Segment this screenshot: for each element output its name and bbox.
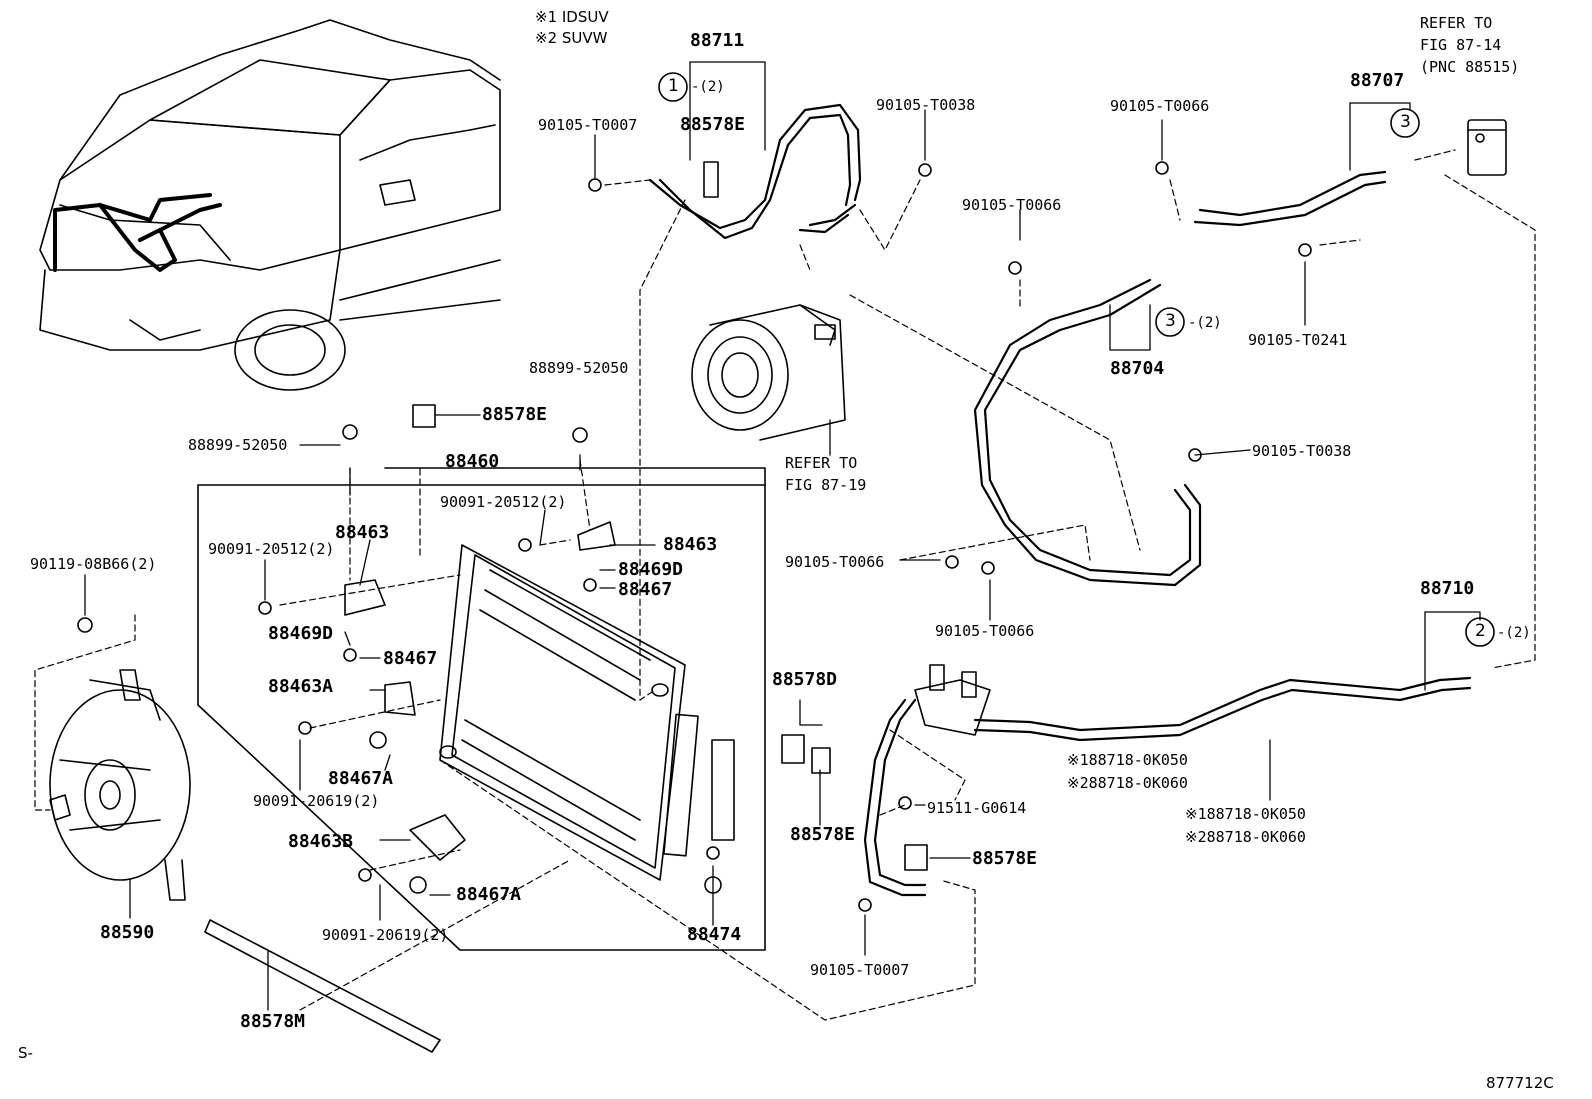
wiring-harness: [53, 193, 222, 272]
label-90091-20619-low: 90091-20619(2): [322, 926, 449, 944]
label-90105-T0066-left: 90105-T0066: [785, 553, 885, 571]
hoses: [648, 103, 1472, 897]
compressor: [691, 304, 846, 441]
label-clamp-b-1: ※188718-0K050: [1185, 805, 1306, 823]
label-88578E-top: 88578E: [680, 114, 746, 135]
label-88463-left: 88463: [335, 522, 390, 543]
label-88467-right: 88467: [618, 579, 673, 600]
label-88467-left: 88467: [383, 648, 438, 669]
bracket-88463B: [409, 814, 466, 861]
leader-lines: [84, 61, 1481, 1011]
label-88704: 88704: [1110, 358, 1165, 379]
label-88460: 88460: [445, 451, 500, 472]
label-88474: 88474: [687, 924, 742, 945]
legend-line-2: ※2 SUVW: [535, 29, 608, 47]
label-90105-T0007-low: 90105-T0007: [810, 961, 910, 979]
label-90105-T0038-top: 90105-T0038: [876, 96, 976, 114]
vehicle-outline: [39, 19, 501, 391]
label-88710: 88710: [1420, 578, 1475, 599]
label-90091-20619-left: 90091-20619(2): [253, 792, 380, 810]
label-90105-T0066-low: 90105-T0066: [935, 622, 1035, 640]
label-88463-right: 88463: [663, 534, 718, 555]
callout-2: 2: [1475, 621, 1486, 641]
callout-3-top: 3: [1400, 112, 1411, 132]
label-91511-G0614: 91511-G0614: [927, 799, 1027, 817]
cooling-fan: [49, 669, 191, 901]
dashed-guide-lines: [34, 149, 1536, 1021]
pad-88578E-low: [811, 747, 831, 774]
label-90105-T0038-right: 90105-T0038: [1252, 442, 1352, 460]
bracket-88463-left: [344, 579, 386, 616]
label-88578E-mid: 88578E: [482, 404, 548, 425]
pad-88578D: [781, 734, 805, 764]
label-90105-T0066-mid: 90105-T0066: [962, 196, 1062, 214]
label-88578E-low: 88578E: [790, 824, 856, 845]
legend-line-1: ※1 IDSUV: [535, 8, 609, 26]
callout-2-qty: -(2): [1497, 625, 1531, 641]
pad-88578E-top: [703, 161, 719, 198]
label-88469D-right: 88469D: [618, 559, 684, 580]
bracket-88463A: [384, 681, 416, 716]
label-88467A-low: 88467A: [456, 884, 522, 905]
label-88711: 88711: [690, 30, 745, 51]
callout-3-mid: 3: [1165, 311, 1176, 331]
label-88463A: 88463A: [268, 676, 334, 697]
expansion-valve: [1467, 119, 1507, 176]
label-90105-T0066-top: 90105-T0066: [1110, 97, 1210, 115]
callout-1: 1: [668, 76, 679, 96]
footer-left-code: S-: [18, 1044, 33, 1062]
condenser-kit-box: [197, 484, 766, 951]
label-88467A-left: 88467A: [328, 768, 394, 789]
label-clamp-b-2: ※288718-0K060: [1185, 828, 1306, 846]
label-88590: 88590: [100, 922, 155, 943]
label-88899-52050-left: 88899-52050: [188, 436, 288, 454]
condenser-core: [439, 544, 735, 881]
label-90105-T0241: 90105-T0241: [1248, 331, 1348, 349]
label-88707: 88707: [1350, 70, 1405, 91]
beam-88578M: [204, 919, 441, 1053]
bracket-88463-right: [577, 521, 616, 551]
callout-circles: [658, 72, 1495, 647]
refer-fig-87-14-line2: FIG 87-14: [1420, 36, 1502, 54]
refer-fig-87-19-line1: REFER TO: [785, 454, 858, 472]
label-88578E-right: 88578E: [972, 848, 1038, 869]
label-88469D-left: 88469D: [268, 623, 334, 644]
refer-fig-87-14-line1: REFER TO: [1420, 14, 1493, 32]
callout-3-qty: -(2): [1188, 315, 1222, 331]
callout-1-qty: -(2): [691, 79, 725, 95]
pad-88578E-right: [904, 844, 928, 871]
label-88578M: 88578M: [240, 1011, 306, 1032]
figure-code: 877712C: [1486, 1074, 1554, 1092]
label-88578D: 88578D: [772, 669, 838, 690]
label-90119-08B66: 90119-08B66(2): [30, 555, 157, 573]
pad-88578E-mid: [412, 404, 436, 428]
pressure-valve-block: [914, 664, 991, 736]
label-88899-52050-right: 88899-52050: [529, 359, 629, 377]
label-88463B: 88463B: [288, 831, 354, 852]
refer-fig-87-14-line3: (PNC 88515): [1420, 58, 1520, 76]
refer-fig-87-19-line2: FIG 87-19: [785, 476, 867, 494]
label-clamp-a-1: ※188718-0K050: [1067, 751, 1188, 769]
label-90091-20512-right: 90091-20512(2): [440, 493, 567, 511]
label-clamp-a-2: ※288718-0K060: [1067, 774, 1188, 792]
label-90091-20512-left: 90091-20512(2): [208, 540, 335, 558]
label-90105-T0007-top: 90105-T0007: [538, 116, 638, 134]
